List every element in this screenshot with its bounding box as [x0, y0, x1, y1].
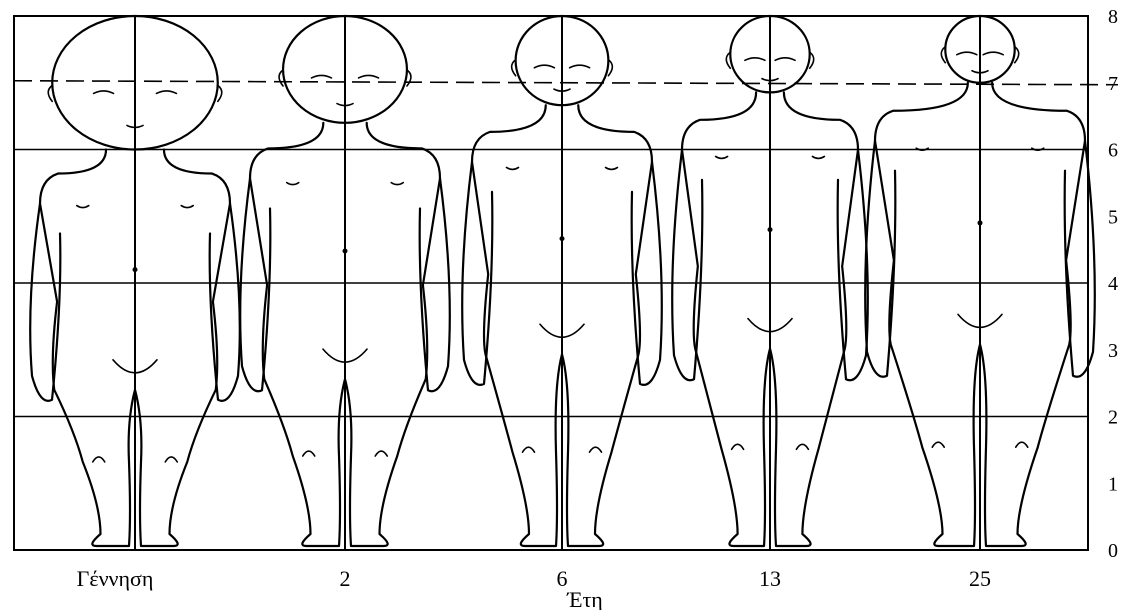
eye [94, 91, 114, 94]
x-axis-title: Έτη [566, 587, 603, 610]
chest-mark [287, 183, 299, 185]
knee-mark [1016, 442, 1028, 447]
human-figure [672, 16, 868, 550]
navel [978, 220, 983, 225]
navel [133, 267, 138, 272]
knee-mark [932, 442, 944, 447]
eye [311, 75, 331, 78]
navel [343, 248, 348, 253]
eye [983, 52, 1003, 55]
knee-mark [165, 457, 177, 462]
knee-mark [303, 451, 315, 456]
scale-tick-label: 8 [1108, 6, 1118, 28]
knee-mark [523, 447, 535, 452]
chest-mark [606, 167, 618, 169]
eye [957, 52, 977, 55]
scale-tick-label: 7 [1108, 73, 1118, 95]
navel [560, 236, 565, 241]
eye [745, 58, 765, 61]
scale-tick-label: 0 [1108, 540, 1118, 562]
eye [534, 65, 554, 68]
chest-mark [77, 206, 89, 208]
grid [14, 16, 1118, 550]
knee-mark [375, 451, 387, 456]
chest-mark [812, 156, 824, 158]
scale-tick-label: 2 [1108, 407, 1118, 429]
scale-tick-label: 6 [1108, 140, 1118, 162]
age-label: 25 [969, 566, 991, 591]
eye [359, 75, 379, 78]
age-label: 13 [759, 566, 781, 591]
chest-mark [716, 156, 728, 158]
dashed-line-7 [14, 81, 1118, 85]
knee-mark [732, 444, 744, 449]
eye [570, 65, 590, 68]
knee-mark [93, 457, 105, 462]
age-label: 6 [557, 566, 568, 591]
age-label: Γέννηση [77, 566, 154, 591]
chest-mark [507, 167, 519, 169]
scale-tick-label: 3 [1108, 340, 1118, 362]
eye [156, 91, 176, 94]
knee-mark [796, 444, 808, 449]
eye [775, 58, 795, 61]
chest-mark [391, 183, 403, 185]
age-label: 2 [340, 566, 351, 591]
scale-tick-label: 1 [1108, 473, 1118, 495]
age-labels: Γέννηση 2 6 13 25 [77, 566, 991, 591]
scale-labels: 0 1 2 3 4 5 6 7 8 [1108, 6, 1118, 562]
scale-tick-label: 4 [1108, 273, 1118, 295]
scale-tick-label: 5 [1108, 206, 1118, 228]
knee-mark [590, 447, 602, 452]
navel [768, 227, 773, 232]
chest-mark [181, 206, 193, 208]
